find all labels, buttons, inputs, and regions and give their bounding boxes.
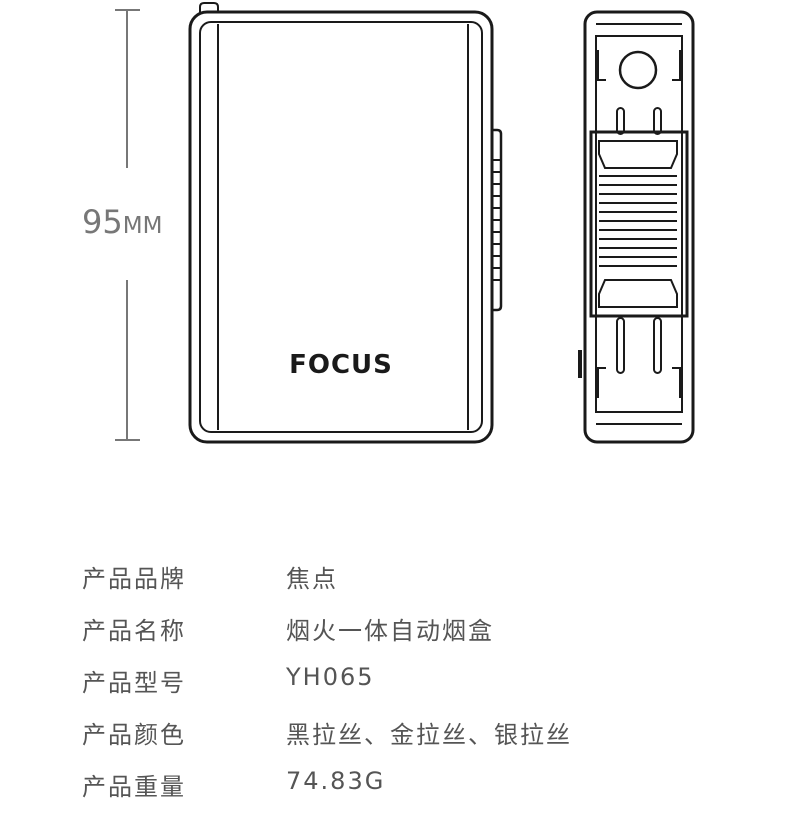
spec-label: 产品型号 [82,669,186,697]
spec-value: 黑拉丝、金拉丝、银拉丝 [286,721,572,749]
spec-value: 烟火一体自动烟盒 [286,617,494,645]
height-unit: MM [123,213,163,239]
spec-row-model: 产品型号 YH065 [82,659,762,711]
spec-value: 焦点 [286,565,338,593]
lighter-hole [618,50,658,90]
case-side-outer [583,10,695,444]
frame-corner-bottom-right [672,367,681,398]
spec-value: 74.83G [286,767,386,795]
spec-value: YH065 [286,663,375,691]
ignition-button [199,2,219,14]
slider-top-cap [598,140,678,169]
case-front-inner [199,21,483,433]
frame-corner-top-right [672,50,681,81]
guide-rails [616,107,662,374]
frame-corner-bottom-left [597,367,606,398]
case-front-view [188,2,503,444]
case-front-outer [188,10,494,444]
spec-row-name: 产品名称 烟火一体自动烟盒 [82,607,762,659]
slider-ridges [599,175,677,267]
height-dimension-label: 95MM [82,203,162,241]
spec-label: 产品名称 [82,617,186,645]
frame-corner-top-left [597,50,606,81]
spec-label: 产品品牌 [82,565,186,593]
height-dimension [115,9,140,441]
height-value: 95 [82,203,123,241]
spec-label: 产品重量 [82,773,186,801]
slider-frame [589,130,689,318]
spec-label: 产品颜色 [82,721,186,749]
product-diagram: 95MM FOCUS [82,2,695,444]
case-side-view [578,10,695,444]
spec-row-brand: 产品品牌 焦点 [82,555,762,607]
side-grip-ridges [492,159,501,281]
case-side-frame [595,35,683,413]
brand-logo: FOCUS [289,350,393,380]
spec-row-color: 产品颜色 黑拉丝、金拉丝、银拉丝 [82,711,762,763]
spec-row-weight: 产品重量 74.83G [82,763,762,815]
slider-bottom-cap [598,279,678,308]
spec-table: 产品品牌 焦点 产品名称 烟火一体自动烟盒 产品型号 YH065 产品颜色 黑拉… [82,555,762,815]
